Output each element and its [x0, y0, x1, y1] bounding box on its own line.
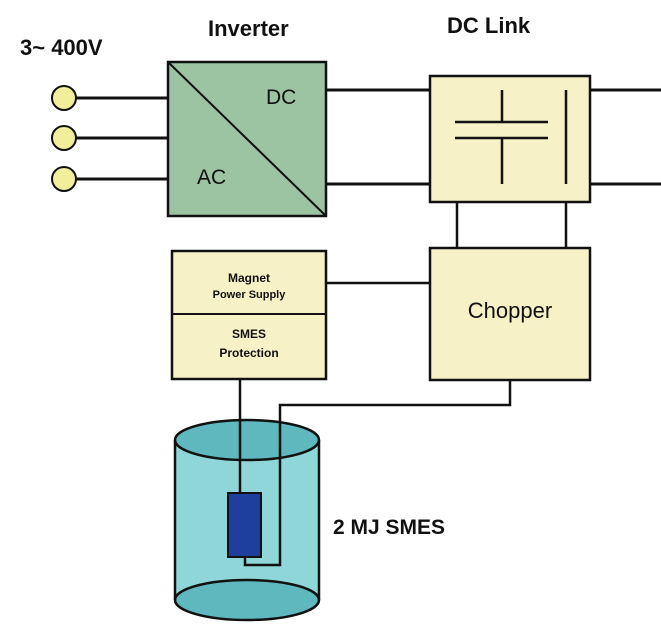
terminal-l1 [51, 85, 77, 111]
smes-protection-line2: Protection [219, 346, 278, 360]
smes-cryostat [173, 418, 321, 622]
chopper-box [428, 246, 592, 382]
smes-label: 2 MJ SMES [333, 516, 445, 539]
terminal-l3 [51, 166, 77, 192]
smes-coil [227, 492, 262, 558]
dc-link-title: DC Link [447, 13, 531, 38]
supply-label: 3~ 400V [20, 35, 103, 60]
inverter-dc-label: DC [266, 86, 296, 109]
chopper-label: Chopper [468, 298, 552, 323]
magnet-supply-line2: Power Supply [213, 289, 287, 301]
magnet-supply-line1: Magnet [228, 271, 270, 285]
coil-wiring [238, 379, 512, 567]
terminal-l2 [51, 125, 77, 151]
smes-protection-line1: SMES [232, 327, 266, 341]
supply-terminals [51, 85, 168, 192]
inverter-diagonal [167, 61, 327, 217]
inverter-ac-label: AC [197, 166, 226, 189]
inverter-title: Inverter [208, 16, 289, 41]
capacitor-symbol [455, 90, 568, 184]
